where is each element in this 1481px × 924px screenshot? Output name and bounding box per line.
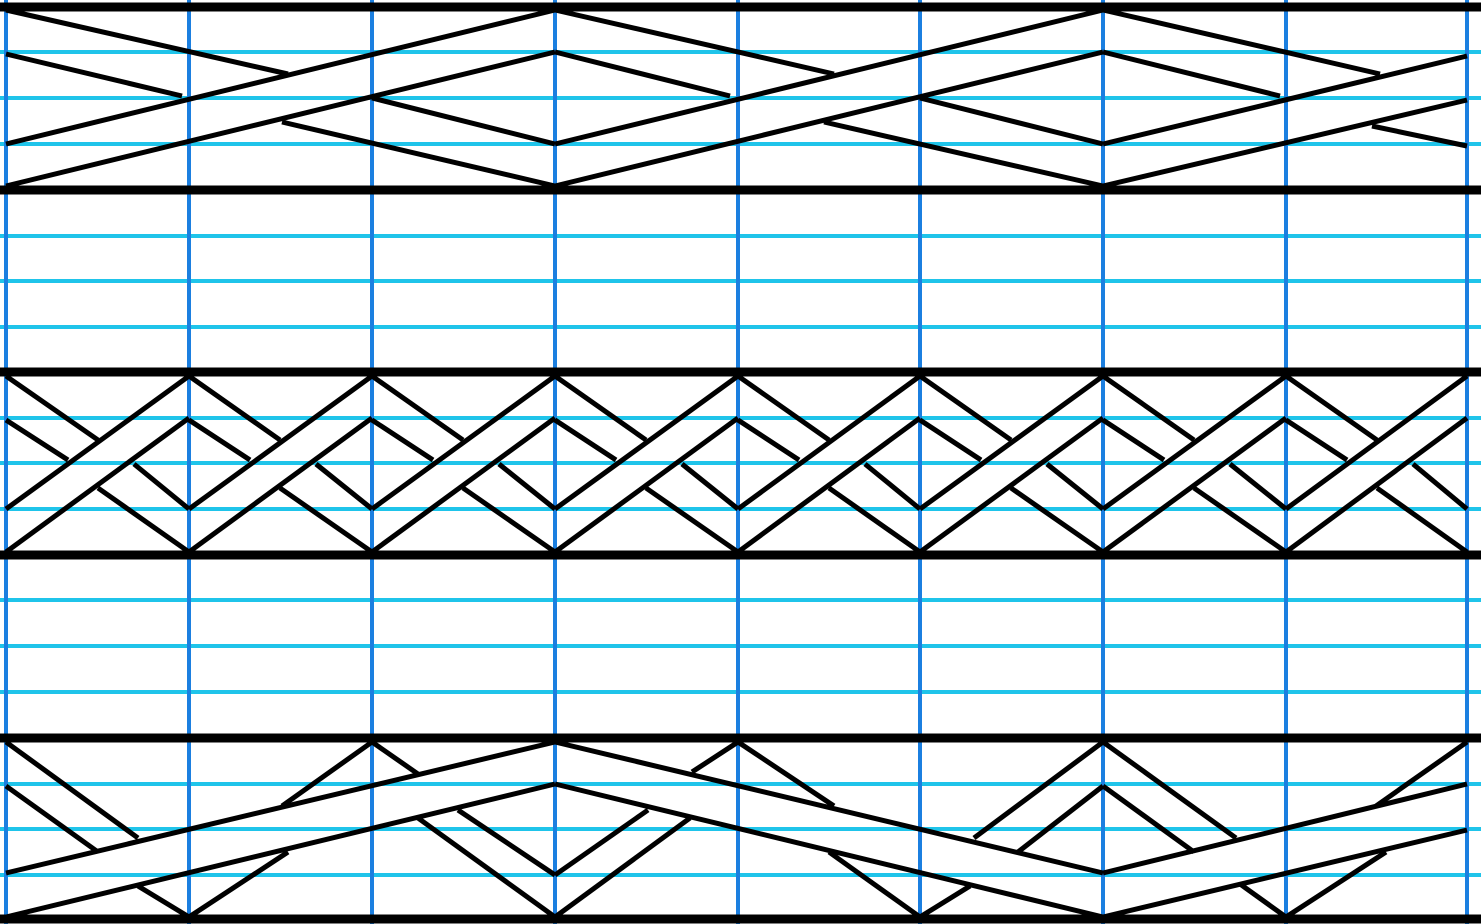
- horizontal-guide-lines: [0, 52, 1481, 875]
